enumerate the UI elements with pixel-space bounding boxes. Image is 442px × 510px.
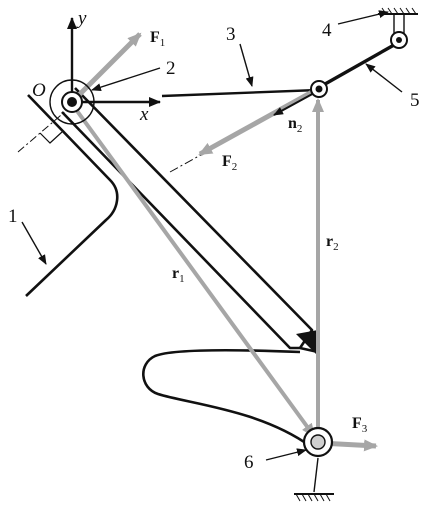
coordinate-axes (67, 17, 161, 107)
label-f2-main: F (222, 153, 232, 170)
joint-upper (310, 80, 328, 98)
ground-support-bottom (294, 457, 334, 502)
label-n2: n2 (288, 115, 302, 135)
label-origin: O (32, 80, 46, 101)
label-part-2: 2 (166, 58, 176, 79)
label-r1: r1 (172, 265, 185, 285)
bracket-outline (25, 94, 119, 297)
pedal-arm-wedge (296, 330, 318, 356)
label-r1-main: r (172, 265, 179, 282)
label-axis-y: y (76, 8, 87, 29)
label-part-4: 4 (322, 20, 332, 41)
leader-2 (91, 67, 161, 92)
label-f3-main: F (352, 415, 362, 432)
vector-f1-arrow (72, 32, 142, 102)
label-n2-main: n (288, 115, 297, 132)
label-axis-x: x (139, 104, 149, 125)
ground-bottom-post (313, 457, 319, 493)
joint-6-pin (310, 434, 326, 450)
leader-1 (21, 221, 47, 265)
label-f1: F1 (150, 29, 165, 49)
bracket-part-1 (17, 94, 119, 297)
label-f3: F3 (352, 415, 368, 435)
label-r2: r2 (326, 233, 339, 253)
link-3 (161, 88, 319, 98)
bracket-centerline (17, 103, 75, 153)
joint-o (49, 79, 95, 125)
label-f1-sub: 1 (160, 37, 166, 49)
link-5-rod (317, 43, 395, 90)
joint-upper-center (315, 85, 323, 93)
right-angle-mark (39, 131, 63, 144)
vector-f2-arrow (198, 89, 314, 157)
label-part-3: 3 (226, 24, 236, 45)
ground-bottom-hatch (295, 493, 331, 502)
label-n2-sub: 2 (297, 123, 303, 135)
label-f1-main: F (150, 29, 160, 46)
pedal-arm-outline (61, 87, 320, 430)
leader-3 (239, 43, 254, 87)
label-part-6: 6 (244, 452, 254, 473)
label-part-1: 1 (8, 206, 18, 227)
leader-4 (337, 10, 389, 25)
joint-o-center (67, 97, 77, 107)
label-r2-main: r (326, 233, 333, 250)
label-f2-sub: 2 (232, 161, 238, 173)
leader-arrows (21, 10, 403, 461)
label-f3-sub: 3 (362, 423, 368, 435)
link-5 (317, 43, 395, 90)
label-r1-sub: 1 (179, 273, 185, 285)
label-f2: F2 (222, 153, 237, 173)
vector-r1-arrow (70, 102, 316, 438)
position-vectors (70, 98, 324, 440)
label-r2-sub: 2 (333, 241, 339, 253)
vector-n2-arrow (273, 91, 317, 116)
leader-5 (365, 63, 403, 93)
label-part-5: 5 (410, 90, 420, 111)
pivot-4-inner (396, 37, 402, 43)
joint-6 (302, 426, 334, 458)
ground-support-top (378, 7, 418, 49)
joint-o-outer-ring (49, 79, 95, 125)
pedal-foot-plate (142, 348, 311, 448)
leader-6 (265, 448, 307, 461)
